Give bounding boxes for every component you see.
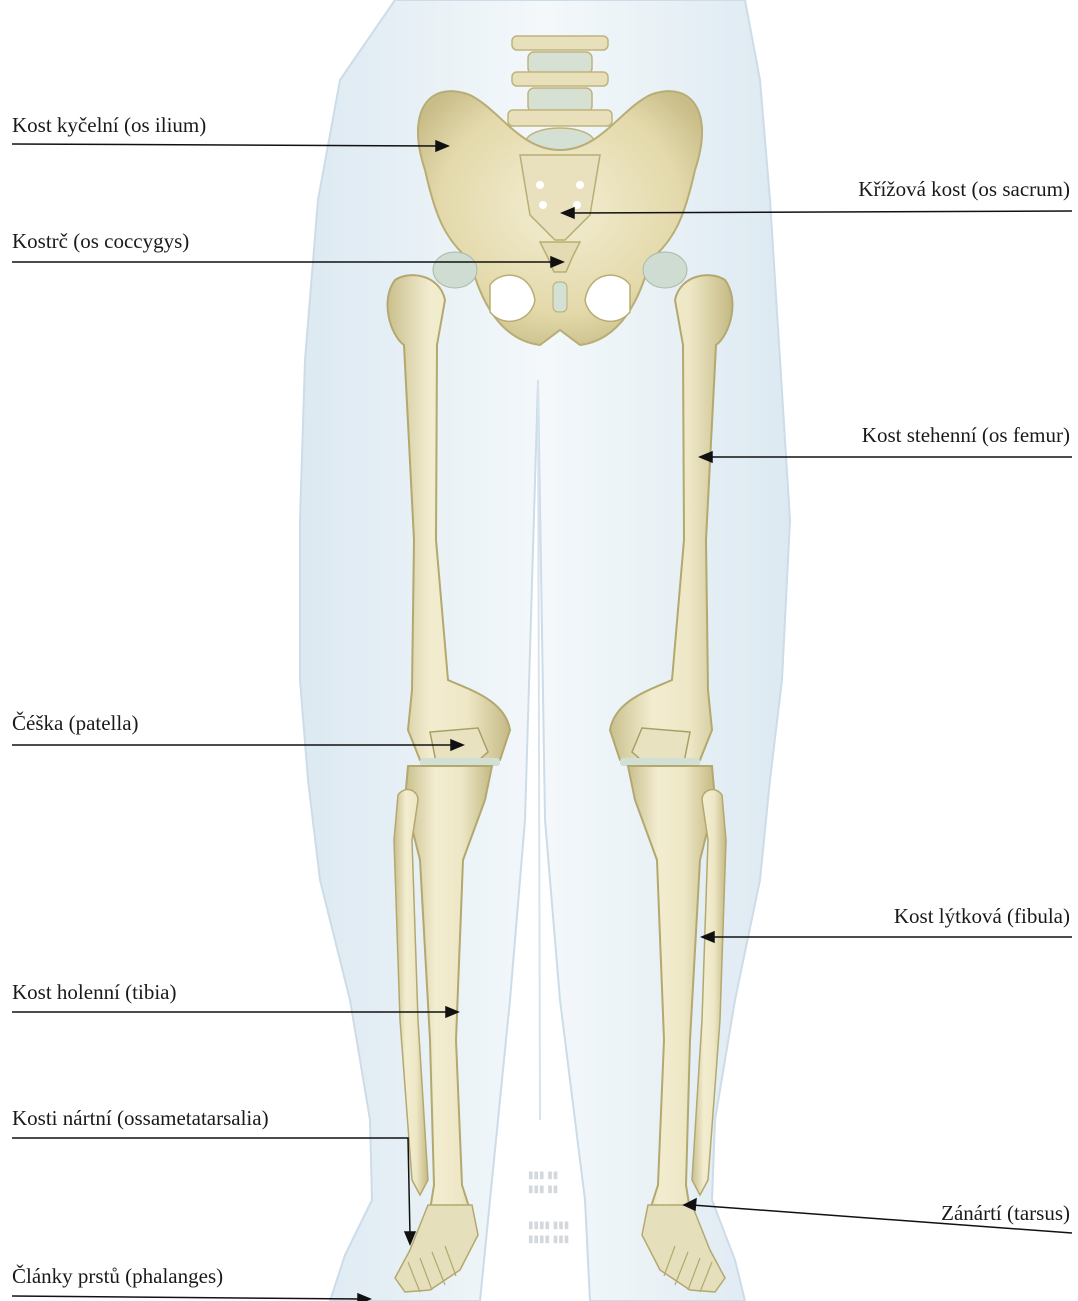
- leader-metatarsals: [12, 1138, 410, 1236]
- label-coccyx: Kostrč (os coccygys): [12, 229, 189, 253]
- label-patella: Čéška (patella): [12, 711, 139, 735]
- leader-phalanges: [12, 1296, 362, 1299]
- watermark: ▮▮▮ ▮▮ ▮▮▮ ▮▮ ▮▮▮▮ ▮▮▮ ▮▮▮▮ ▮▮▮: [528, 1170, 569, 1245]
- svg-text:▮▮▮▮ ▮▮▮: ▮▮▮▮ ▮▮▮: [528, 1234, 569, 1245]
- label-femur: Kost stehenní (os femur): [862, 423, 1070, 447]
- label-sacrum: Křížová kost (os sacrum): [858, 177, 1070, 201]
- label-fibula: Kost lýtková (fibula): [894, 904, 1070, 928]
- svg-text:▮▮▮▮ ▮▮▮: ▮▮▮▮ ▮▮▮: [528, 1220, 569, 1231]
- svg-text:▮▮▮ ▮▮: ▮▮▮ ▮▮: [528, 1184, 558, 1195]
- label-metatarsals: Kosti nártní (ossametatarsalia): [12, 1106, 269, 1130]
- label-tarsus: Zánártí (tarsus): [941, 1201, 1070, 1225]
- label-phalanges: Články prstů (phalanges): [12, 1264, 223, 1288]
- label-ilium: Kost kyčelní (os ilium): [12, 113, 206, 137]
- label-tibia: Kost holenní (tibia): [12, 980, 176, 1004]
- svg-text:▮▮▮ ▮▮: ▮▮▮ ▮▮: [528, 1170, 558, 1181]
